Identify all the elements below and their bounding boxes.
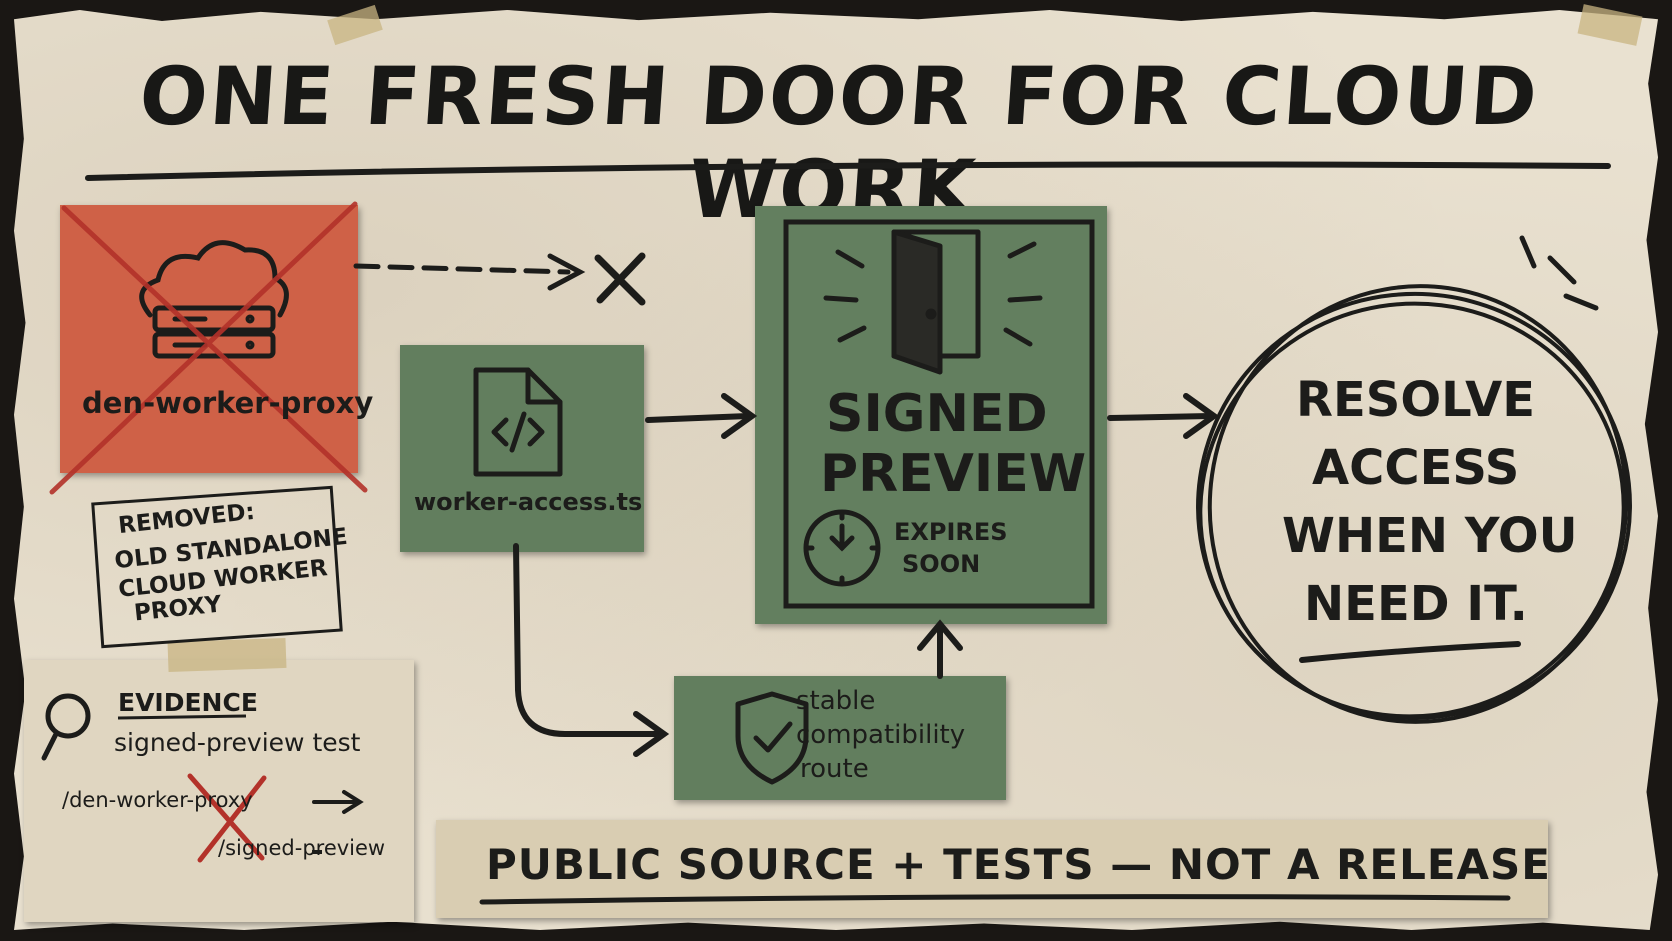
removed-component-label: den-worker-proxy (82, 386, 374, 420)
blocked-x-icon (594, 252, 646, 306)
expires-line2: SOON (902, 550, 981, 578)
resolve-underline (1299, 641, 1521, 663)
open-door-icon (823, 229, 1043, 375)
path-arrow (312, 790, 364, 814)
banner-text: PUBLIC SOURCE + TESTS — NOT A RELEASE (486, 840, 1551, 889)
evidence-card (24, 660, 414, 922)
evidence-new-path: /signed-preview (218, 836, 386, 860)
dashed-arrow (353, 253, 586, 291)
worker-file-label: worker-access.ts (414, 488, 643, 516)
resolve-line1: RESOLVE (1296, 372, 1536, 428)
evidence-old-path: /den-worker-proxy (62, 788, 253, 812)
evidence-subtitle: signed-preview test (114, 728, 361, 757)
worker-access-card (400, 345, 644, 552)
resolve-line3: WHEN YOU (1282, 508, 1578, 564)
resolve-circle (1196, 284, 1632, 724)
magnifier-icon (41, 693, 91, 761)
compat-route-line2: compatibility (796, 720, 966, 750)
signed-preview-line2: PREVIEW (820, 444, 1087, 504)
evidence-heading: EVIDENCE (118, 688, 258, 717)
compat-route-line3: route (800, 754, 869, 784)
code-file-icon (473, 367, 563, 477)
arrow-to-signed-preview (645, 393, 758, 439)
emphasis-marks (1519, 235, 1599, 311)
shield-check-icon (735, 691, 809, 785)
compat-route-line1: stable (796, 686, 876, 716)
crossed-out-mark (49, 201, 368, 495)
signed-preview-line1: SIGNED (826, 384, 1048, 444)
arrow-to-resolve (1107, 393, 1220, 439)
compat-route-card (674, 676, 1006, 800)
arrow-to-compat-route (513, 543, 670, 757)
arrow-up-to-signed-preview (917, 619, 963, 679)
expires-line1: EXPIRES (894, 518, 1008, 546)
evidence-underline (117, 714, 247, 720)
resolve-line2: ACCESS (1312, 440, 1520, 496)
crossed-out-path-mark (187, 773, 267, 863)
signed-preview-frame (783, 219, 1095, 609)
resolve-line4: NEED IT. (1304, 576, 1528, 632)
clock-icon (803, 509, 881, 587)
banner-underline (479, 894, 1511, 905)
